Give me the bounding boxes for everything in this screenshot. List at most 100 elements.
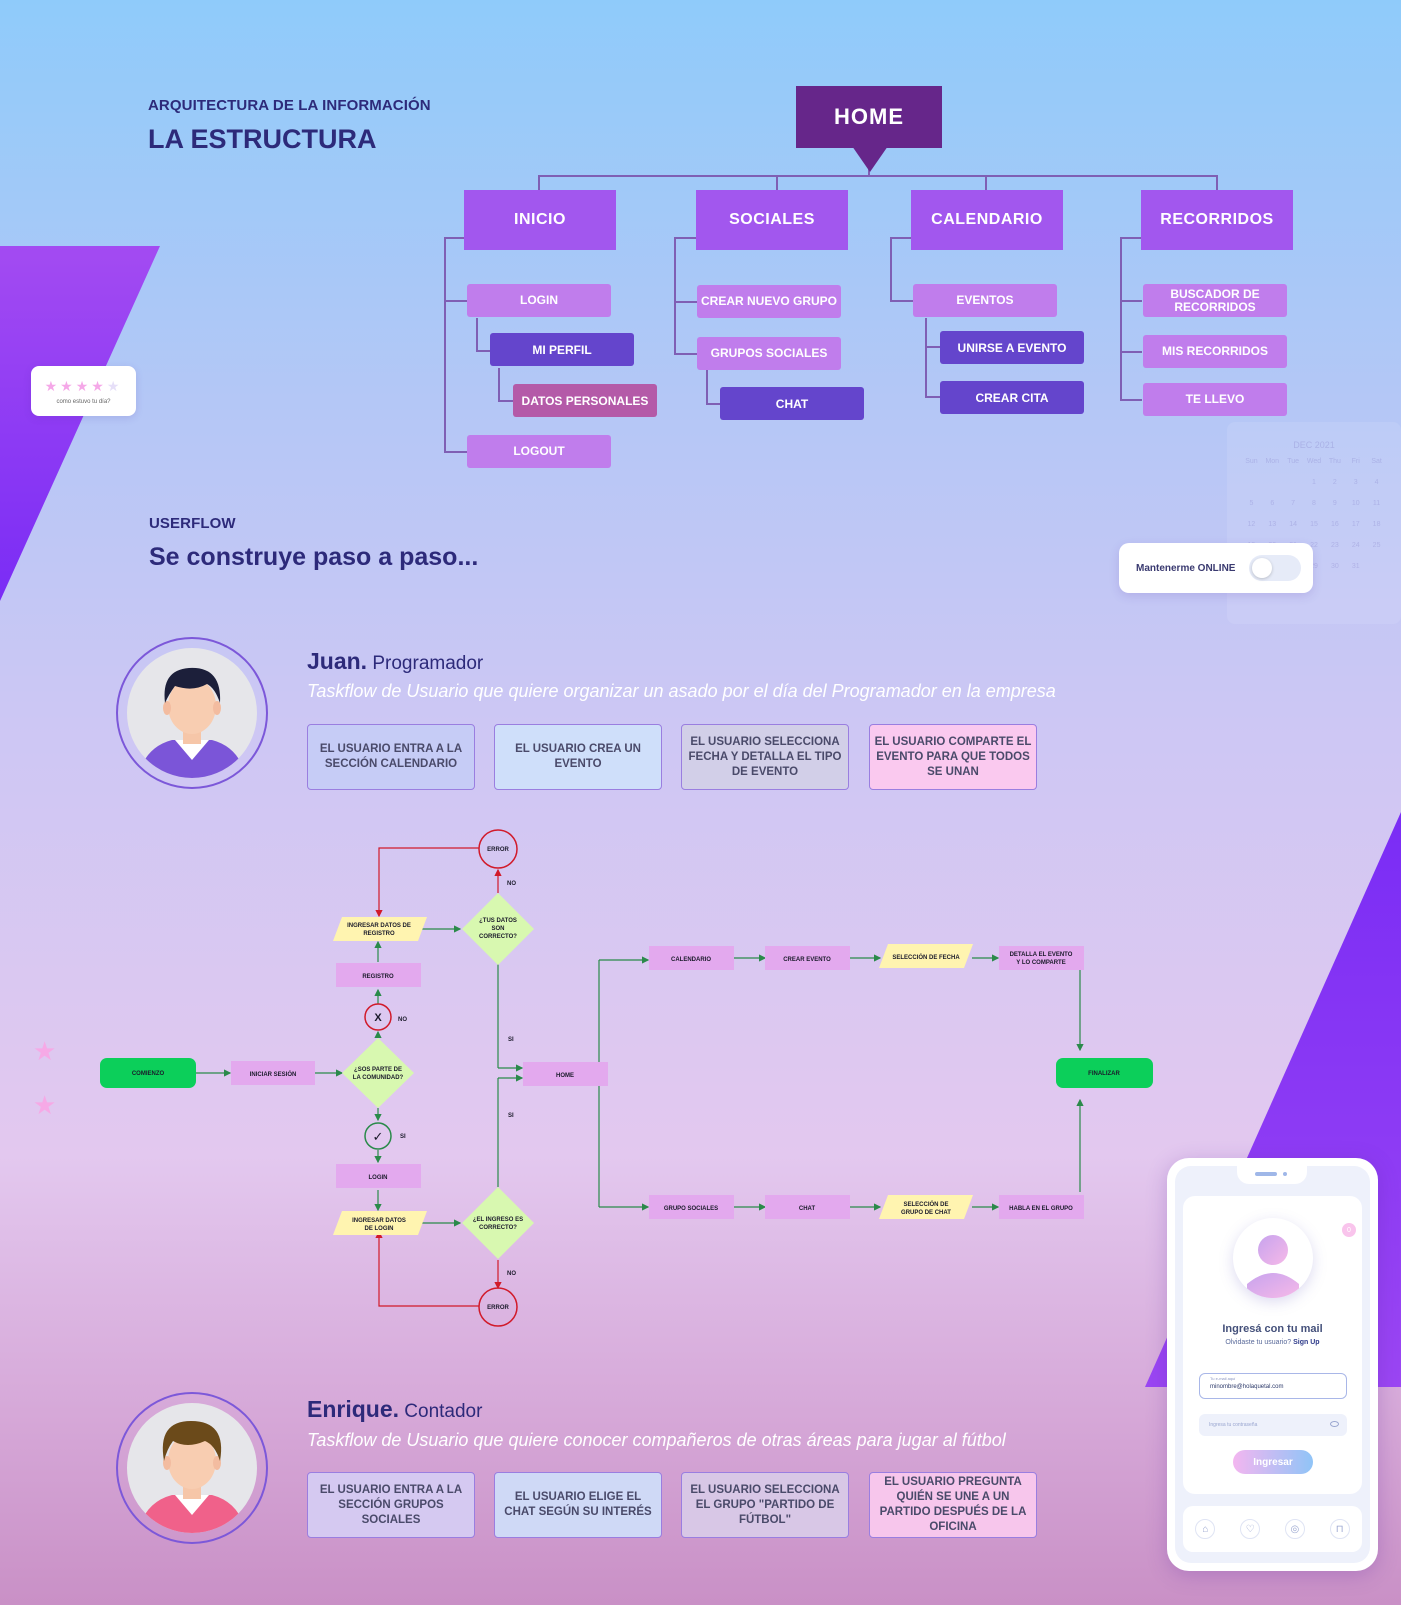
heart-icon[interactable]: ♡ xyxy=(1240,1519,1261,1539)
flow-registro-label: REGISTRO xyxy=(362,974,394,980)
calendar-day[interactable]: 15 xyxy=(1310,521,1318,528)
enrique-step-4: EL USUARIO PREGUNTA QUIÉN SE UNE A UN PA… xyxy=(869,1472,1037,1538)
calendar-day-header: Fri xyxy=(1351,458,1360,465)
calendar-day[interactable]: 11 xyxy=(1372,500,1381,507)
flow-registro xyxy=(336,963,421,987)
flow-detalla-label-2: Y LO COMPARTE xyxy=(1016,960,1065,966)
email-field-label: Tu e-mail aquí xyxy=(1210,1376,1236,1381)
flow-tus-label-1: ¿TUS DATOS xyxy=(479,918,517,924)
ia-chat: CHAT xyxy=(720,387,864,420)
calendar-day[interactable]: 3 xyxy=(1353,479,1358,486)
calendar-day[interactable]: 9 xyxy=(1332,500,1337,507)
ia-crear-grupo: CREAR NUEVO GRUPO xyxy=(697,285,841,318)
calendar-day[interactable]: 10 xyxy=(1351,500,1360,507)
calendar-day[interactable]: 25 xyxy=(1372,542,1381,549)
user-avatar-icon xyxy=(1233,1218,1313,1298)
ingresar-button[interactable]: Ingresar xyxy=(1233,1450,1313,1474)
online-toggle-card: Mantenerme ONLINE xyxy=(1119,543,1313,593)
ia-unirse-evento: UNIRSE A EVENTO xyxy=(940,331,1084,364)
flow-login-label: LOGIN xyxy=(369,1175,388,1181)
flow-detalla-label-1: DETALLA EL EVENTO xyxy=(1010,952,1073,958)
ia-eventos: EVENTOS xyxy=(913,284,1057,317)
calendar-day[interactable]: 16 xyxy=(1330,521,1339,528)
flow-error-top xyxy=(478,829,518,869)
calendar-day[interactable]: 2 xyxy=(1332,479,1337,486)
flow-sel-grupo-label-2: GRUPO DE CHAT xyxy=(901,1210,951,1216)
flow-comienzo xyxy=(100,1058,196,1088)
online-toggle-switch[interactable] xyxy=(1249,555,1302,581)
decor-star-2: ★ xyxy=(33,1091,56,1121)
phone-mockup: 0 Ingresá con tu mail Olvidaste tu usuar… xyxy=(1167,1158,1378,1571)
eye-icon[interactable] xyxy=(1330,1421,1339,1427)
flow-calendario xyxy=(649,946,734,970)
flow-si-label-2: SI xyxy=(400,1134,406,1140)
rating-card: ★★★★★ como estuvo tu día? xyxy=(31,366,136,416)
calendar-day[interactable]: 14 xyxy=(1289,521,1298,528)
flow-tus-datos xyxy=(462,893,534,965)
flow-error-bottom xyxy=(478,1287,518,1327)
settings-icon[interactable]: ◎ xyxy=(1284,1519,1305,1539)
calendar-day[interactable]: 23 xyxy=(1330,542,1339,549)
rating-stars[interactable]: ★★★★★ xyxy=(44,377,123,394)
ia-te-llevo: TE LLEVO xyxy=(1143,383,1287,416)
flow-sos-label-1: ¿SOS PARTE DE xyxy=(354,1067,402,1073)
userflow-kicker: USERFLOW xyxy=(149,515,236,532)
flow-el-ingreso xyxy=(462,1187,534,1259)
ia-title: LA ESTRUCTURA xyxy=(148,124,377,154)
flow-home-label: HOME xyxy=(556,1073,574,1079)
calendar-day[interactable]: 4 xyxy=(1374,479,1379,486)
email-field[interactable]: Tu e-mail aquí minombre@holaquetal.com xyxy=(1199,1373,1347,1399)
calendar-day[interactable]: 12 xyxy=(1247,521,1256,528)
persona-juan-desc: Taskflow de Usuario que quiere organizar… xyxy=(307,681,1056,701)
calendar-day[interactable]: 18 xyxy=(1372,521,1381,528)
persona-juan-name: Juan. Programador xyxy=(307,648,484,674)
flow-ingresar-log-label-1: INGRESAR DATOS xyxy=(352,1218,406,1224)
flow-crear-evento xyxy=(765,946,850,970)
calendar-day[interactable]: 29 xyxy=(1310,563,1318,570)
calendar-day[interactable]: 31 xyxy=(1351,563,1360,570)
flow-iniciar-sesion xyxy=(231,1061,315,1085)
calendar-day-header: Sun xyxy=(1245,458,1258,465)
flow-comienzo-label: COMIENZO xyxy=(132,1071,165,1077)
juan-step-2: EL USUARIO CREA UN EVENTO xyxy=(494,724,662,790)
calendar-day[interactable]: 1 xyxy=(1312,479,1316,486)
flow-si-label-1: SI xyxy=(508,1037,514,1043)
online-toggle-label: Mantenerme ONLINE xyxy=(1136,562,1236,574)
flow-sel-fecha-label: SELECCIÓN DE FECHA xyxy=(892,953,960,961)
calendar-day[interactable]: 22 xyxy=(1310,542,1318,549)
calendar-day[interactable]: 5 xyxy=(1249,500,1254,507)
juan-step-3: EL USUARIO SELECCIONA FECHA Y DETALLA EL… xyxy=(681,724,849,790)
flow-no-label-2: NO xyxy=(507,881,516,887)
flow-tus-label-2: SON xyxy=(491,926,504,932)
flow-no-label-1: NO xyxy=(398,1017,407,1023)
notification-badge[interactable]: 0 xyxy=(1342,1223,1356,1237)
home-icon[interactable]: ⌂ xyxy=(1195,1519,1216,1539)
calendar-day-header: Mon xyxy=(1265,458,1280,465)
ia-mis-recorridos: MIS RECORRIDOS xyxy=(1143,335,1287,368)
calendar-day-header: Tue xyxy=(1287,458,1300,465)
calendar-day[interactable]: 30 xyxy=(1330,563,1339,570)
calendar-day[interactable]: 6 xyxy=(1270,500,1275,507)
password-field[interactable]: Ingresa tu contraseña xyxy=(1199,1414,1347,1436)
calendar-day[interactable]: 8 xyxy=(1312,500,1316,507)
flow-tus-label-3: CORRECTO? xyxy=(479,934,517,940)
flow-sos-parte xyxy=(342,1038,414,1108)
ia-inicio: INICIO xyxy=(464,190,616,250)
phone-screen: 0 Ingresá con tu mail Olvidaste tu usuar… xyxy=(1175,1166,1370,1563)
login-subtitle: Olvidaste tu usuario? Sign Up xyxy=(1225,1339,1320,1346)
signup-link[interactable]: Sign Up xyxy=(1293,1339,1320,1346)
decor-star-1: ★ xyxy=(33,1037,56,1067)
calendar-day[interactable]: 24 xyxy=(1351,542,1360,549)
calendar-day[interactable]: 13 xyxy=(1268,521,1277,528)
flow-no-label-3: NO xyxy=(507,1271,516,1277)
bottom-nav: ⌂ ♡ ◎ ⊓ xyxy=(1183,1506,1362,1552)
calendar-day-header: Sat xyxy=(1371,458,1382,465)
ia-calendario: CALENDARIO xyxy=(911,190,1063,250)
calendar-day[interactable]: 17 xyxy=(1351,521,1360,528)
calendar-day[interactable]: 7 xyxy=(1291,500,1296,507)
rating-question: como estuvo tu día? xyxy=(56,398,111,405)
flow-chat-label: CHAT xyxy=(799,1206,816,1212)
ia-crear-cita: CREAR CITA xyxy=(940,381,1084,414)
bookmark-icon[interactable]: ⊓ xyxy=(1329,1519,1350,1539)
